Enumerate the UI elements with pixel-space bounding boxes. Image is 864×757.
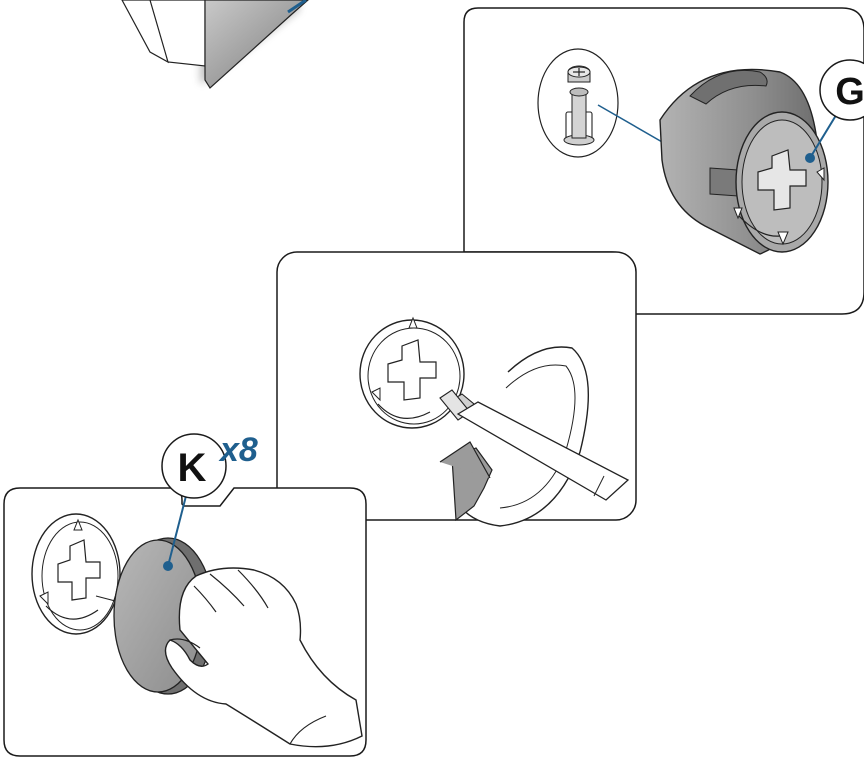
cam-lock-face-small: [31, 513, 121, 635]
callout-leader-line: [167, 495, 187, 567]
cam-lock-face: [359, 316, 465, 429]
quantity-label: x8: [218, 431, 258, 469]
callout-dot: [163, 561, 173, 571]
cam-lock-fitting: [659, 68, 829, 255]
screwdriver-icon: [439, 389, 630, 501]
callout-leader-line: [809, 111, 839, 159]
part-label-badge-k: [161, 433, 227, 499]
cam-bolt-detail: [537, 48, 619, 158]
part-label-k: K: [178, 446, 207, 490]
part-label-badge-g: [819, 59, 864, 121]
step-panel-cover-cap: K x8: [3, 431, 367, 757]
cabinet-panel-fragment: [121, 0, 309, 89]
hand-icon: [164, 567, 363, 748]
callout-dot: [805, 153, 815, 163]
part-label-g: G: [835, 71, 864, 113]
step-panel-turn-screwdriver: [276, 251, 637, 527]
step-panel-cam-lock: G: [463, 7, 864, 315]
